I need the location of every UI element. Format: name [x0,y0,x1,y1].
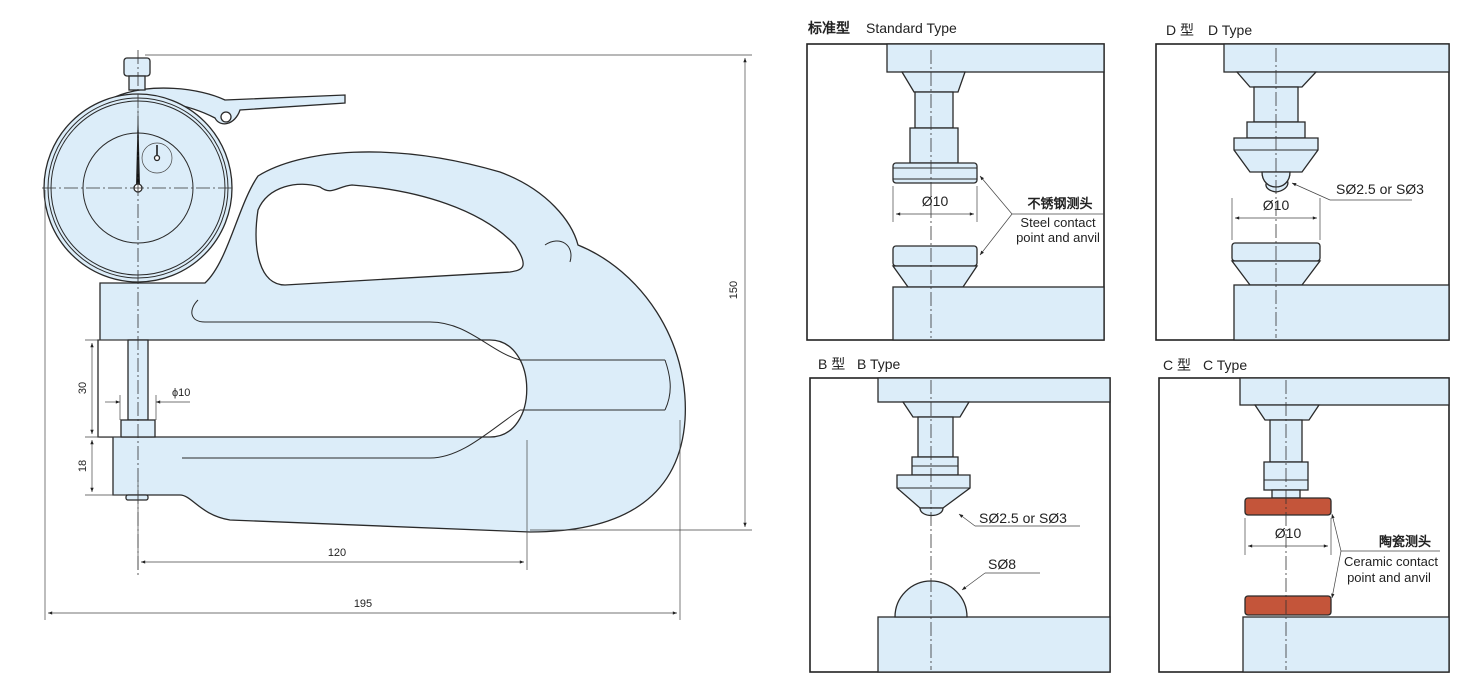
anvil-radius-label: SØ8 [988,556,1016,572]
dim-height: 150 [728,281,740,299]
tip-radius-label: SØ2.5 or SØ3 [979,510,1067,526]
panel-d-type: D 型 D Type Ø10 SØ2.5 or SØ3 [1155,22,1450,341]
ceramic-anvil [1244,595,1332,616]
dim-spindle-diameter: ϕ10 [172,387,190,399]
throat-slot [97,339,528,438]
panel-title-en: B Type [857,356,901,372]
diameter-label: Ø10 [1275,525,1302,541]
tip-radius-label: SØ2.5 or SØ3 [1336,181,1424,197]
dim-overall-length: 195 [354,598,372,610]
material-label-cn: 不锈钢测头 [1027,196,1092,211]
panel-title-cn: C 型 [1163,357,1191,373]
material-label-en-1: Ceramic contact [1344,554,1438,569]
panel-standard-type: 标准型 Standard Type Ø10 不锈钢测头 Steel contac… [806,20,1105,341]
gauge-body [97,151,686,533]
diameter-label: Ø10 [1263,197,1290,213]
material-label-en-2: point and anvil [1347,570,1431,585]
material-label-en-2: point and anvil [1016,230,1100,245]
ceramic-contact-point [1244,497,1332,516]
material-label-cn: 陶瓷测头 [1379,534,1431,549]
panel-title-cn: D 型 [1166,22,1194,38]
handle-opening [255,183,524,286]
panel-title-cn: B 型 [818,356,845,372]
panel-c-type: C 型 C Type Ø10 陶瓷测头 Ceramic contact poin… [1158,357,1450,673]
spherical-anvil [894,580,968,618]
panel-title-en: D Type [1208,22,1252,38]
main-centerlines [42,50,235,575]
dim-anvil-height: 18 [77,460,89,472]
main-dimensions: 150 120 195 30 18 ϕ10 [44,54,752,620]
diameter-label: Ø10 [922,193,949,209]
panel-b-type: B 型 B Type SØ2.5 or SØ3 SØ8 [809,356,1111,673]
dim-throat-depth: 120 [328,547,346,559]
dial-knob [123,57,151,77]
sub-dial [141,142,173,174]
panel-title-en: Standard Type [866,20,957,36]
dim-gap: 30 [77,382,89,394]
panel-title-cn: 标准型 [807,20,850,36]
panel-title-en: C Type [1203,357,1247,373]
material-label-en-1: Steel contact [1020,215,1096,230]
